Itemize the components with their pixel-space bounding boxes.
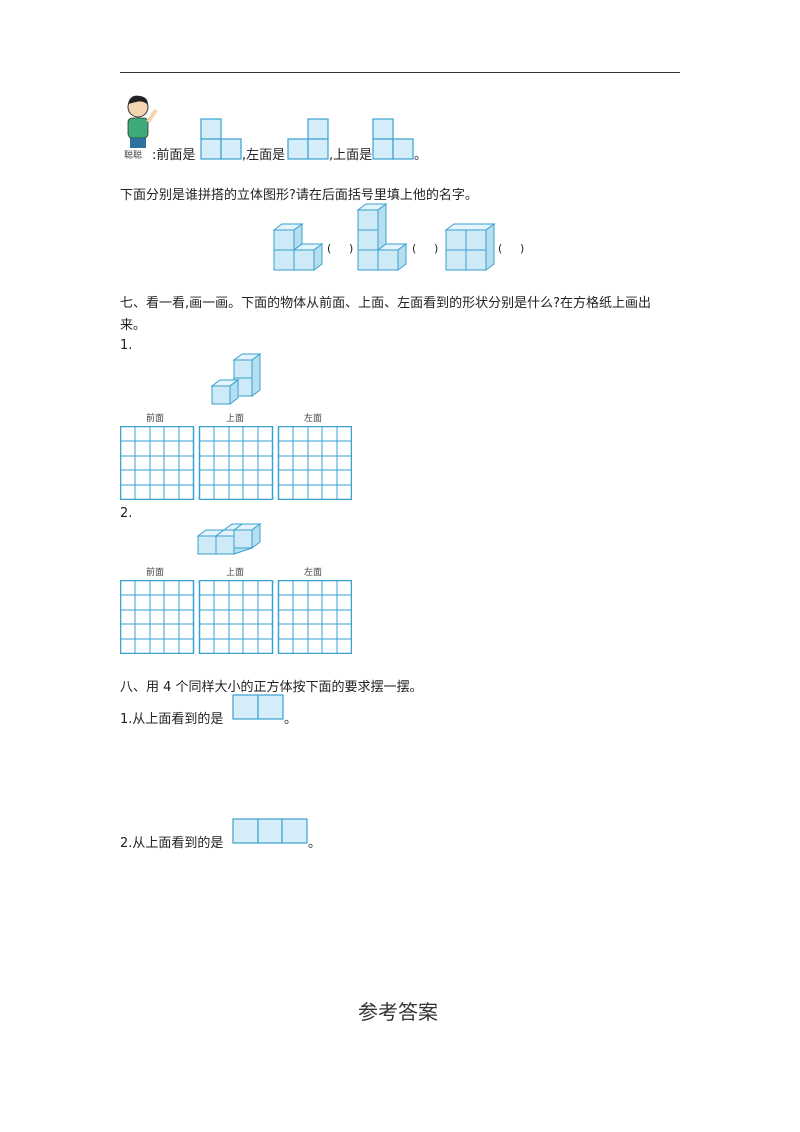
question-find-text: 下面分别是谁拼搭的立体图形?请在后面括号里填上他的名字。 [120, 188, 478, 203]
item1-figure [210, 353, 262, 405]
boy-illustration [127, 95, 158, 148]
left-view-shape [287, 118, 329, 160]
speaker-label: 聪聪 [124, 151, 143, 161]
paren-b-open: ( [412, 242, 417, 255]
item1-front-label: 前面 [146, 414, 165, 424]
solid-figure-a [272, 223, 324, 271]
item1-number: 1. [120, 338, 133, 353]
item2-front-label: 前面 [146, 568, 165, 578]
section8-q1: 1.从上面看到的是 [120, 712, 224, 727]
item2-figure [196, 523, 262, 555]
q1-top-view-shape [232, 694, 284, 720]
item2-number: 2. [120, 506, 133, 521]
intro-left-text: ,左面是 [242, 148, 286, 163]
item1-left-label: 左面 [304, 414, 323, 424]
solid-figure-b [356, 203, 408, 271]
section7-title-line1: 七、看一看,画一画。下面的物体从前面、上面、左面看到的形状分别是什么?在方格纸上… [120, 296, 652, 311]
section8-q2: 2.从上面看到的是 [120, 836, 224, 851]
item2-left-label: 左面 [304, 568, 323, 578]
intro-top-text: ,上面是 [329, 148, 373, 163]
top-rule [120, 72, 680, 73]
paren-c-close: ) [520, 242, 525, 255]
section8-q2-end: 。 [308, 836, 322, 851]
item1-top-label: 上面 [226, 414, 245, 424]
top-view-shape [372, 118, 414, 160]
paren-c-open: ( [498, 242, 503, 255]
section8-q1-end: 。 [284, 712, 298, 727]
answer-title: 参考答案 [358, 1000, 438, 1024]
item1-grids [120, 426, 352, 500]
paren-b-close: ) [434, 242, 439, 255]
intro-front-text: :前面是 [152, 148, 196, 163]
solid-figure-c [444, 223, 496, 271]
intro-end: 。 [414, 148, 428, 163]
section7-title-line2: 来。 [120, 318, 147, 333]
item2-grids [120, 580, 352, 654]
paren-a-close: ) [349, 242, 354, 255]
section8-title: 八、用 4 个同样大小的正方体按下面的要求摆一摆。 [120, 680, 423, 695]
paren-a-open: ( [327, 242, 332, 255]
item2-top-label: 上面 [226, 568, 245, 578]
front-view-shape [200, 118, 242, 160]
q2-top-view-shape [232, 818, 308, 844]
